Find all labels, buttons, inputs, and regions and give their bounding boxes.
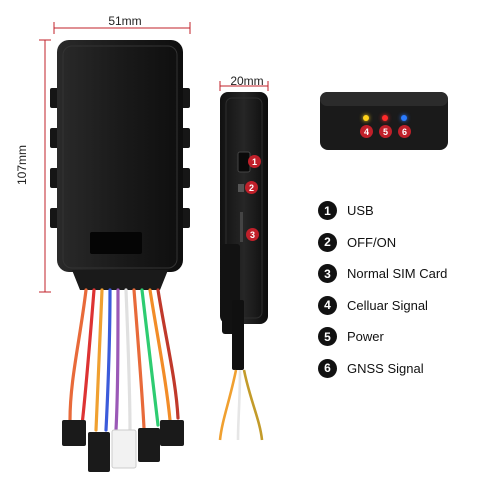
indicator-badge-4: 4 (360, 125, 373, 138)
legend-label: Power (347, 329, 384, 344)
legend-number: 2 (318, 232, 337, 252)
side-marker-usb: 1 (248, 155, 261, 168)
side-marker-sim: 3 (246, 228, 259, 241)
side-marker-switch: 2 (245, 181, 258, 194)
legend-item-usb: 1 USB (318, 200, 498, 221)
legend-label: OFF/ON (347, 234, 397, 250)
legend-item-power: 5 Power (318, 326, 498, 347)
legend-number: 6 (318, 358, 337, 378)
height-dimension-line (39, 39, 51, 293)
legend-number: 5 (318, 327, 337, 346)
legend-label: Celluar Signal (347, 297, 428, 313)
legend-number: 3 (318, 264, 337, 283)
led-indicator-6 (401, 115, 407, 121)
led-indicator-5 (382, 115, 388, 121)
depth-dimension-line (219, 81, 269, 91)
legend-item-gnss-signal: 6 GNSS Signal (318, 358, 498, 379)
legend-number: 4 (318, 295, 337, 315)
legend-number: 1 (318, 201, 337, 220)
feature-legend: 1 USB 2 OFF/ON 3 Normal SIM Card 4 Cellu… (318, 200, 498, 389)
indicator-badge-6: 6 (398, 125, 411, 138)
legend-item-cellular-signal: 4 Celluar Signal (318, 295, 498, 316)
legend-label: GNSS Signal (347, 360, 424, 376)
legend-item-off-on: 2 OFF/ON (318, 232, 498, 253)
width-label: 51mm (108, 14, 142, 28)
legend-label: USB (347, 203, 374, 218)
led-indicator-4 (363, 115, 369, 121)
device-front-view (50, 40, 190, 472)
legend-label: Normal SIM Card (347, 266, 448, 281)
indicator-badge-5: 5 (379, 125, 392, 138)
width-dimension-line (53, 22, 191, 34)
indicator-panel (320, 92, 448, 150)
device-side-view (218, 92, 268, 441)
height-label: 107mm (15, 145, 29, 186)
depth-label: 20mm (230, 74, 264, 88)
legend-item-sim-card: 3 Normal SIM Card (318, 263, 498, 284)
